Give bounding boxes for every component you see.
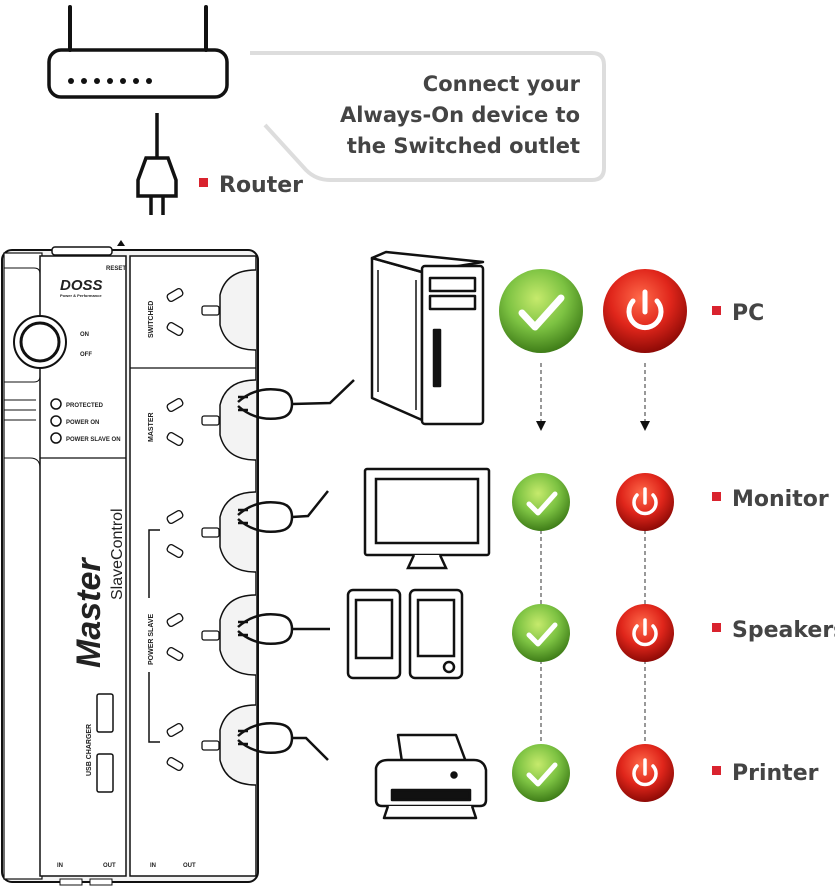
callout-line-2: Always-On device to [340,103,580,127]
printer-icon [374,733,488,820]
callout-line-3: the Switched outlet [347,134,580,158]
power-slave-bracket [148,529,160,743]
out-label-left: OUT [103,863,116,869]
callout-box [250,51,606,182]
monitor-plug-cord [237,490,329,533]
master-label: MASTER [148,412,155,442]
doss-logo: DOSS [60,277,103,294]
printer-plug-cord [237,722,329,761]
usb-port-1 [96,693,114,733]
monitor-bullet [712,492,721,501]
speakers-icon [346,588,464,680]
in-label-left: IN [57,863,63,869]
indicator-power-slave-on-led [50,432,62,444]
outlet-slave-1 [166,491,257,573]
speakers-bullet [712,623,721,632]
usb-charger-label: USB CHARGER [86,724,93,776]
power-switch[interactable] [13,315,67,369]
arrow-head-green [536,421,546,431]
indicator-label-protected: PROTECTED [66,403,104,409]
router-label: Router [219,173,303,198]
switch-on-label: ON [80,332,89,338]
router-bullet [199,178,208,187]
callout-line-1: Connect your [423,72,581,96]
indicator-protected-led [50,398,62,410]
speakers-plug-cord [237,613,330,645]
product-subtitle: SlaveControl [109,508,126,600]
indicator-power-on-led [50,415,62,427]
monitor-icon [363,467,491,570]
pc-tower-icon [370,250,485,426]
outlet-switched [166,269,257,351]
printer-check-mark-icon [512,744,570,802]
router-icon [47,5,229,99]
printer-power-icon [616,744,674,802]
speakers-check-mark-icon [512,604,570,662]
switched-label: SWITCHED [148,301,155,338]
router-plug-icon [136,113,178,215]
switch-off-label: OFF [80,352,92,358]
out-label-right: OUT [183,863,196,869]
usb-port-2 [96,753,114,793]
doss-tagline: Power & Performance [60,293,102,298]
speakers-power-icon [616,604,674,662]
indicator-label-power-on: POWER ON [66,420,99,426]
printer-bullet [712,766,721,775]
speakers-label: Speakers [732,618,835,643]
pc-bullet [712,306,721,315]
outlet-master [166,379,257,461]
pc-plug-cord [237,379,355,420]
in-label-right: IN [150,863,156,869]
monitor-check-mark-icon [512,473,570,531]
indicator-label-power-slave-on: POWER SLAVE ON [66,437,121,443]
pc-power-icon [603,269,687,353]
power-slave-label: POWER SLAVE [148,613,155,665]
pc-check-mark-icon [499,269,583,353]
monitor-label: Monitor [732,487,829,512]
printer-label: Printer [732,761,819,786]
product-name: Master [70,557,108,668]
reset-label: RESET [106,266,126,272]
dashed-arrows [540,363,646,745]
power-board: DOSS Power & Performance RESET ON OFF PR… [1,240,259,886]
monitor-power-icon [616,473,674,531]
pc-label: PC [732,301,764,326]
arrow-head-red [640,421,650,431]
